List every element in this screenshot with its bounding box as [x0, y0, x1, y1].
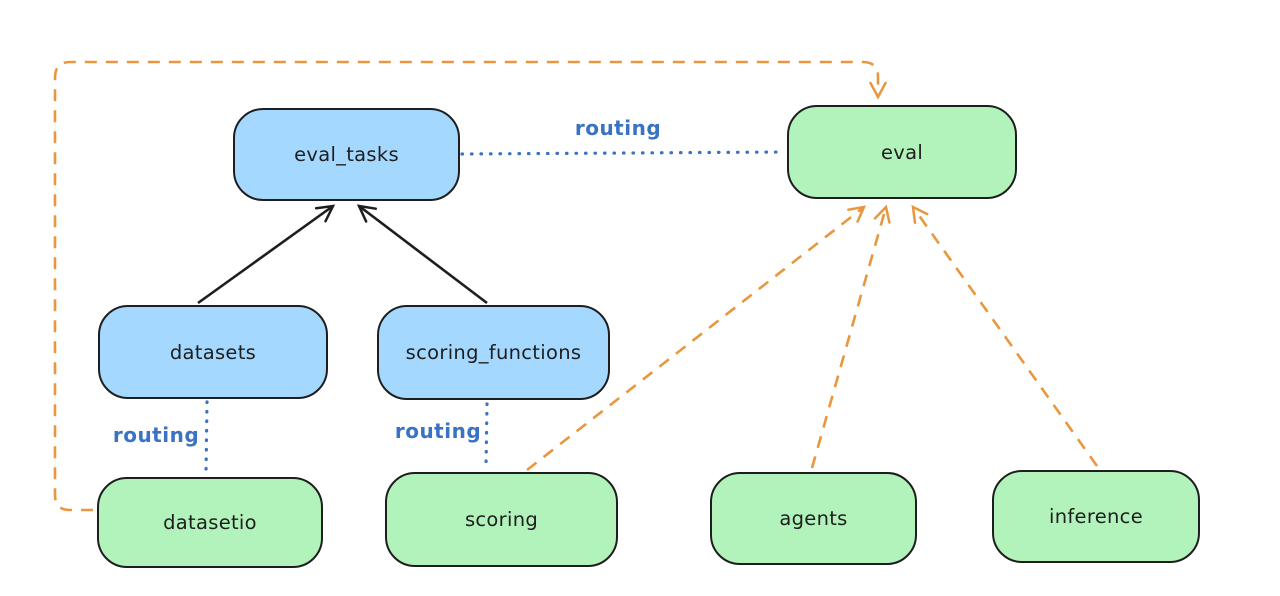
node-eval: eval: [787, 105, 1017, 199]
edge-label-routing-datasets-datasetio: routing: [112, 423, 200, 447]
edge-inference-to-eval: [911, 204, 1099, 467]
node-inference-label: inference: [1048, 505, 1143, 528]
node-inference: inference: [992, 470, 1200, 563]
edge-scoring-to-eval: [526, 205, 867, 472]
edge-label-routing-scoring-functions-scoring: routing: [394, 419, 482, 443]
edge-eval_tasks-to-eval-routing: [460, 150, 786, 156]
node-datasetio: datasetio: [97, 477, 323, 568]
edge-agents-to-eval: [810, 204, 891, 469]
node-eval-label: eval: [880, 140, 924, 164]
edge-scoring_functions-to-eval_tasks: [356, 204, 488, 305]
node-scoring-functions: scoring_functions: [377, 305, 610, 400]
node-scoring-label: scoring: [464, 508, 539, 531]
node-datasets-label: datasets: [169, 340, 257, 364]
edge-scoring_functions-to-scoring-routing: [484, 402, 489, 470]
edge-label-routing-eval-tasks-eval: routing: [574, 116, 662, 140]
node-datasetio-label: datasetio: [163, 511, 257, 534]
edge-datasets-to-eval_tasks: [197, 204, 336, 305]
node-eval-tasks-label: eval_tasks: [294, 143, 399, 166]
node-scoring-functions-label: scoring_functions: [405, 341, 582, 364]
node-agents-label: agents: [779, 507, 848, 530]
node-agents: agents: [710, 472, 917, 565]
node-scoring: scoring: [385, 472, 618, 567]
node-datasets: datasets: [98, 305, 328, 399]
node-eval-tasks: eval_tasks: [233, 108, 460, 201]
